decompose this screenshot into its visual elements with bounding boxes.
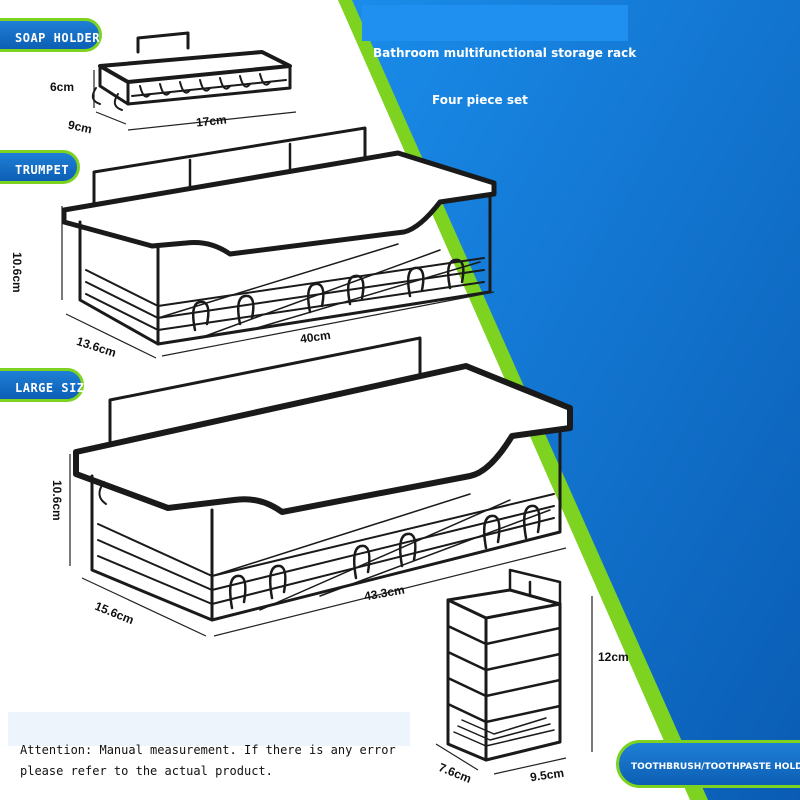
page-title: Bathroom multifunctional storage rack: [373, 46, 637, 60]
page-subtitle: Four piece set: [432, 93, 528, 107]
large-size-label: LARGE SIZE: [0, 368, 92, 402]
notice-line-1: Attention: Manual measurement. If there …: [20, 743, 396, 757]
soap-height-label: 6cm: [50, 80, 75, 94]
soap-holder-label: SOAP HOLDER: [0, 18, 102, 52]
toothbrush-holder-label: TOOTHBRUSH/TOOTHPASTE HOLDER: [616, 740, 800, 788]
large-height-label: 10.6cm: [50, 480, 64, 521]
toothbrush-holder-drawing: [446, 568, 562, 762]
measurement-notice: Attention: Manual measurement. If there …: [20, 740, 396, 782]
soap-holder-drawing: [91, 31, 292, 111]
title-highlight-box: [362, 5, 628, 41]
notice-line-2: please refer to the actual product.: [20, 764, 273, 778]
trumpet-label: TRUMPET: [0, 150, 80, 184]
notice-background: [8, 712, 410, 746]
trumpet-rack-drawing: [61, 126, 497, 346]
dimension-lines: [61, 70, 593, 775]
trumpet-height-label: 10.6cm: [10, 252, 24, 293]
large-rack-drawing: [73, 336, 573, 622]
tooth-height-label: 12cm: [598, 650, 629, 664]
